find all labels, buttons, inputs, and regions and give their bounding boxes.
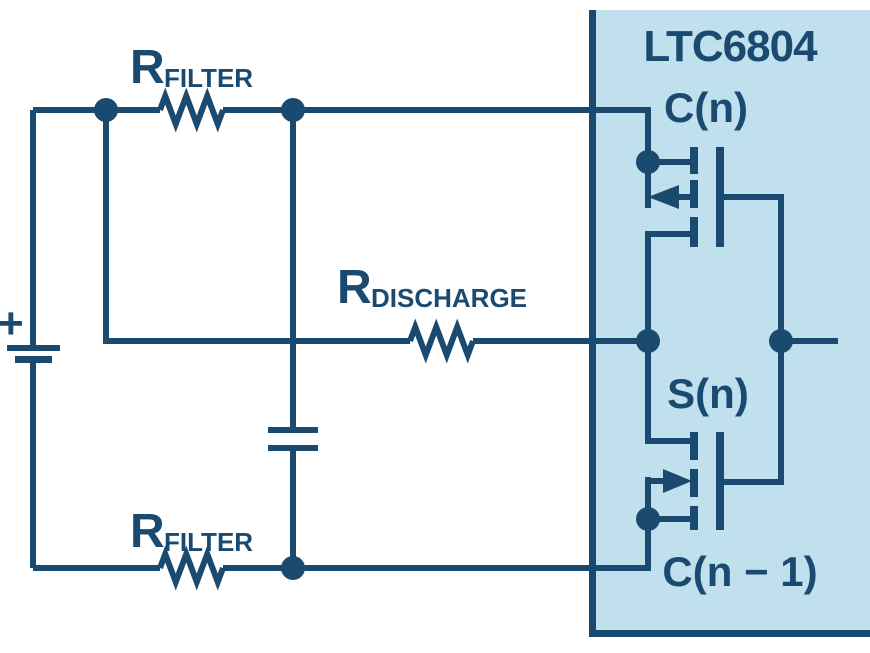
resistor-rdischarge: R DISCHARGE [103,110,648,364]
mosfet-top-source-wire [645,231,690,341]
mosfet-channel-bar [690,506,698,530]
resistor-zigzag [157,87,226,133]
mosfet-channel-bar [690,147,698,174]
battery-long-plate [7,345,60,351]
junction-dot [636,507,660,531]
capacitor-top-plate [268,427,318,433]
pin-label-cn: C(n) [664,84,748,131]
pin-label-sn: S(n) [667,370,749,417]
rfilter-bottom-subscript: FILTER [164,527,253,557]
top-rail-right-wire [223,107,651,162]
battery-symbol: + [0,110,60,568]
junction-dot [636,329,660,353]
battery-plus-label: + [0,299,24,348]
rfilter-bottom-symbol: R [130,505,165,558]
resistor-rfilter-bottom: R FILTER [33,505,651,591]
junction-dot [769,329,793,353]
junction-dot [281,556,305,580]
mosfet-gate-plate [716,432,724,530]
junction-dot [94,98,118,122]
mosfet-channel-bar [690,180,698,208]
mosfet-bottom [645,341,724,530]
capacitor-symbol [268,110,318,568]
rfilter-top-subscript: FILTER [164,63,253,93]
rfilter-top-symbol: R [130,41,165,94]
junction-dot [636,150,660,174]
resistor-zigzag [407,318,476,364]
mosfet-gate-plate [716,147,724,247]
chip-body [592,10,870,637]
chip-title: LTC6804 [643,22,818,71]
rdischarge-symbol: R [337,261,372,314]
pin-label-cn1: C(n − 1) [662,548,817,595]
discharge-left-wire [103,110,410,344]
mosfet-body-arrow-right [663,469,692,493]
mosfet-channel-bar [690,469,698,497]
chip-left-border [589,10,596,637]
battery-short-plate [15,356,52,363]
chip-bottom-border [589,630,870,637]
bottom-rail-right-wire [223,519,651,571]
ltc6804-block: LTC6804 [589,10,870,637]
rdischarge-subscript: DISCHARGE [371,283,527,313]
mosfet-bottom-drain-wire [645,341,690,444]
mosfet-channel-bar [690,217,698,247]
junction-dot [281,98,305,122]
resistor-zigzag [157,545,226,591]
mosfet-body-arrow-left [648,185,679,209]
mosfet-channel-bar [690,432,698,460]
capacitor-bottom-plate [268,445,318,451]
resistor-rfilter-top: R FILTER [33,41,651,162]
